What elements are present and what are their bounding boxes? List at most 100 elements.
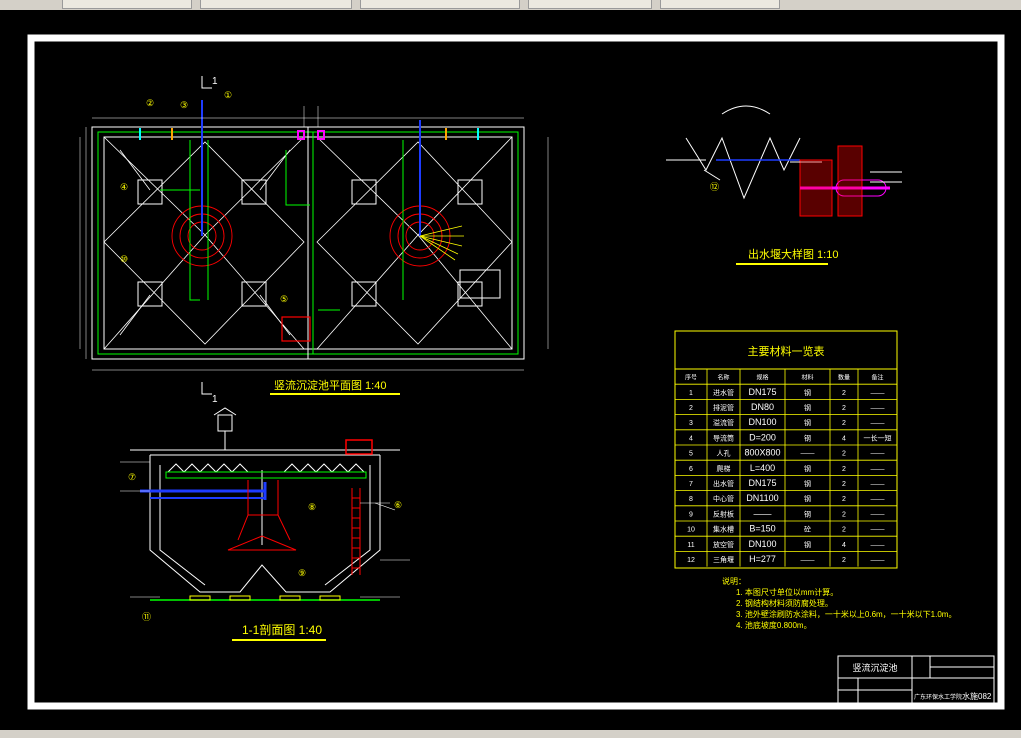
callout-12: ⑫: [710, 182, 719, 192]
drawing-tab[interactable]: [360, 0, 520, 9]
plan-title: 竖流沉淀池平面图 1:40: [274, 378, 386, 392]
callout-1: ①: [224, 90, 232, 100]
table-cell: 11: [687, 542, 694, 549]
titleblock-company: 广东环保水工学院: [914, 693, 962, 701]
table-cell: ——: [871, 451, 885, 458]
table-cell: 导流筒: [713, 433, 734, 442]
drawing-tab[interactable]: [528, 0, 652, 9]
notes-block: 说明： 1. 本图尺寸单位以mm计算。 2. 钢结构材料须防腐处理。 3. 池外…: [722, 576, 956, 630]
table-cell: 钢: [804, 433, 811, 442]
table-cell: 钢: [804, 479, 811, 488]
table-cell: 3: [689, 420, 693, 427]
titleblock-sheet: 水施082: [962, 691, 992, 701]
table-cell: ——: [871, 405, 885, 412]
table-header-cell: 备注: [871, 374, 883, 382]
table-cell: DN80: [751, 402, 774, 412]
table-header-cell: 名称: [717, 374, 729, 382]
materials-title: 主要材料一览表: [748, 344, 825, 358]
callout-4: ④: [120, 182, 128, 192]
plan-view: 1 1: [79, 76, 549, 405]
weir-title: 出水堰大样图 1:10: [748, 247, 838, 261]
table-cell: DN1100: [746, 493, 778, 503]
callout-6: ⑥: [394, 500, 402, 510]
table-cell: 2: [689, 405, 693, 412]
table-cell: ——: [871, 496, 885, 503]
drawing-tab[interactable]: [200, 0, 352, 9]
callout-10: ⑩: [120, 254, 128, 264]
table-cell: DN100: [748, 539, 776, 549]
table-header-cell: 数量: [838, 374, 850, 382]
table-cell: ——: [871, 420, 885, 427]
section-mark-bottom: 1: [212, 394, 218, 405]
table-cell: 12: [687, 557, 695, 564]
table-cell: 钢: [804, 464, 811, 473]
table-cell: ——: [871, 481, 885, 488]
callout-2: ②: [146, 98, 154, 108]
table-cell: 中心管: [713, 494, 734, 503]
table-cell: ——: [871, 390, 885, 397]
table-cell: DN175: [748, 478, 776, 488]
table-cell: B=150: [749, 524, 775, 534]
table-cell: 钢: [804, 540, 811, 549]
plan-callouts: ① ② ③ ④ ⑤ ⑩: [120, 90, 288, 304]
cad-drawing-canvas[interactable]: 1 1 ① ② ③ ④ ⑤ ⑩ 竖流沉淀池平面图 1:40: [0, 10, 1021, 730]
drawing-tab[interactable]: [660, 0, 780, 9]
table-cell: 钢: [804, 509, 811, 518]
drawing-tab[interactable]: [62, 0, 192, 9]
callout-11: ⑪: [142, 612, 151, 622]
table-cell: 一长一短: [864, 433, 892, 442]
table-cell: H=277: [749, 554, 776, 564]
table-cell: 800X800: [744, 448, 780, 458]
status-bar: [0, 730, 1021, 738]
table-cell: 砼: [804, 525, 811, 534]
table-cell: 反射板: [713, 509, 734, 518]
table-cell: 2: [842, 481, 846, 488]
table-cell: 1: [689, 390, 693, 397]
table-cell: 6: [689, 466, 693, 473]
table-header-cell: 材料: [801, 374, 813, 382]
callout-5: ⑤: [280, 294, 288, 304]
title-block: [837, 655, 995, 705]
callout-8: ⑧: [308, 502, 316, 512]
table-cell: ——: [871, 557, 885, 564]
table-cell: DN175: [748, 387, 776, 397]
table-cell: 2: [842, 451, 846, 458]
note-line: 4. 池底坡度0.800m。: [736, 620, 812, 630]
table-cell: 钢: [804, 494, 811, 503]
table-cell: 钢: [804, 418, 811, 427]
table-cell: D=200: [749, 432, 776, 442]
table-cell: 9: [689, 511, 693, 518]
table-cell: ——: [871, 527, 885, 534]
table-cell: 2: [842, 527, 846, 534]
table-cell: ——: [871, 542, 885, 549]
section-view: [120, 407, 410, 601]
table-cell: 2: [842, 390, 846, 397]
table-cell: 进水管: [713, 388, 734, 397]
table-cell: DN100: [748, 417, 776, 427]
table-cell: 5: [689, 451, 693, 458]
weir-detail: [666, 105, 902, 217]
notes-heading: 说明：: [722, 576, 746, 586]
table-cell: ——: [801, 557, 815, 564]
table-cell: 钢: [804, 388, 811, 397]
titleblock-name: 竖流沉淀池: [852, 662, 897, 673]
table-cell: 10: [687, 527, 695, 534]
drawing-frame: [27, 34, 1005, 710]
table-cell: ——: [754, 508, 772, 518]
table-cell: L=400: [750, 463, 775, 473]
table-cell: 排泥管: [713, 403, 734, 412]
table-cell: 7: [689, 481, 693, 488]
table-cell: 钢: [804, 403, 811, 412]
table-cell: 2: [842, 511, 846, 518]
table-cell: 放空管: [713, 540, 734, 549]
note-line: 2. 钢结构材料须防腐处理。: [736, 598, 833, 608]
section-mark-top: 1: [212, 76, 218, 87]
table-cell: 爬梯: [717, 464, 731, 473]
section-title: 1-1剖面图 1:40: [242, 623, 322, 637]
table-cell: 4: [842, 542, 846, 549]
table-cell: 三角堰: [713, 555, 734, 564]
table-cell: 2: [842, 496, 846, 503]
table-cell: ——: [871, 466, 885, 473]
table-cell: 溢流管: [713, 418, 734, 427]
